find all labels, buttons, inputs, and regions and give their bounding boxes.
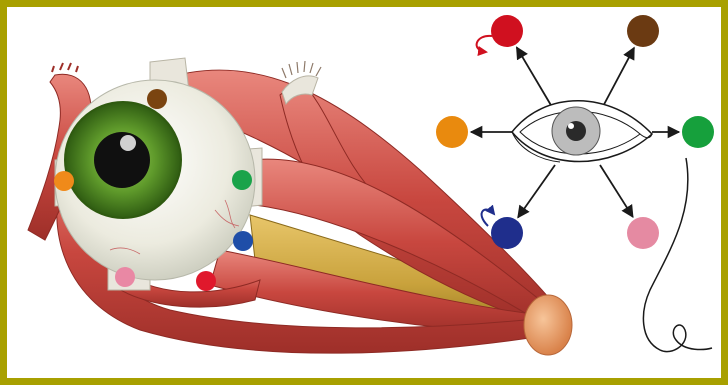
- eye-anatomy-illustration: [28, 58, 572, 355]
- marker-pink-inferior-oblique: [115, 267, 135, 287]
- gaze-target-orange: [436, 116, 468, 148]
- trochlea-fringe: [282, 61, 321, 78]
- gaze-target-navy: [491, 217, 523, 249]
- marker-green-medial-rectus: [232, 170, 252, 190]
- clockwise-rotation-icon: [482, 210, 494, 226]
- marker-blue-inferior-rectus: [233, 231, 253, 251]
- schematic-highlight: [568, 123, 574, 129]
- gaze-arrow-brown: [600, 48, 634, 112]
- annulus-apex: [524, 295, 572, 355]
- gaze-target-pink: [627, 217, 659, 249]
- gaze-arrow-pink: [600, 165, 633, 217]
- schematic-eye: [512, 101, 652, 162]
- gaze-target-red: [491, 15, 523, 47]
- counterclockwise-rotation-icon: [477, 36, 492, 52]
- marker-brown-superior-oblique: [147, 89, 167, 109]
- gaze-arrow-navy: [518, 165, 555, 217]
- gaze-target-green: [682, 116, 714, 148]
- gaze-target-brown: [627, 15, 659, 47]
- nerve-line: [643, 158, 712, 352]
- gaze-arrow-red: [517, 47, 555, 112]
- marker-orange-lateral-rectus: [54, 171, 74, 191]
- pupil-highlight: [120, 135, 136, 151]
- marker-red-superior-rectus: [196, 271, 216, 291]
